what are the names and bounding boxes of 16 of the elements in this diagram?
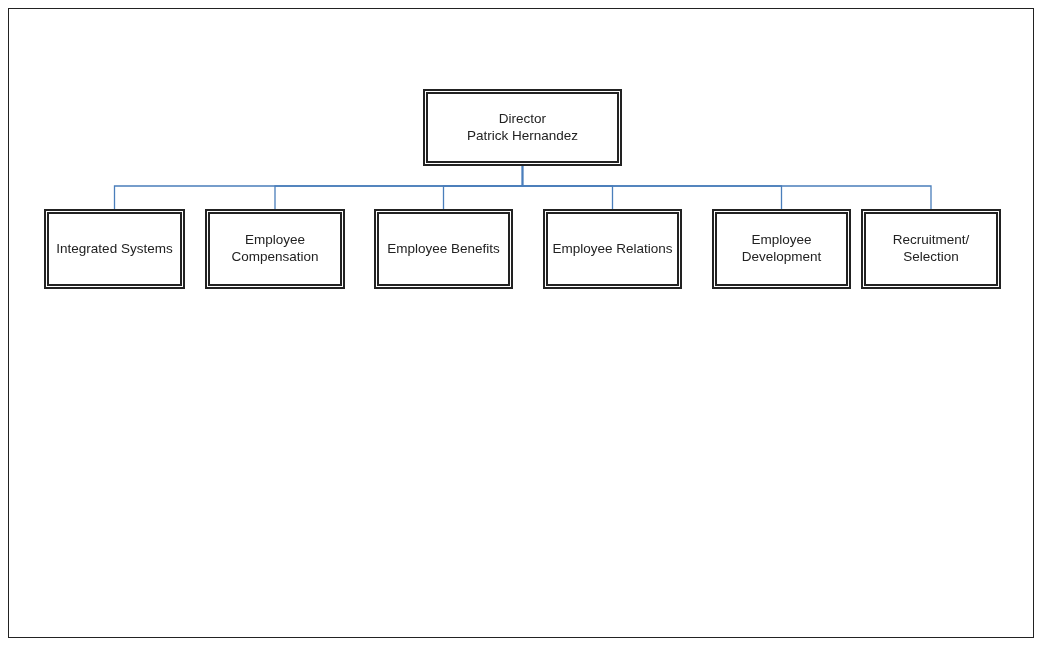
box-label: Integrated Systems xyxy=(56,240,173,258)
box-label: Recruitment/ Selection xyxy=(891,232,971,266)
box-label: Patrick Hernandez xyxy=(466,127,579,145)
org-box xyxy=(423,89,622,166)
box-label: Employee Benefits xyxy=(387,240,500,258)
org-box xyxy=(44,209,185,289)
org-box xyxy=(543,209,682,289)
box-label: Employee Relations xyxy=(552,240,673,258)
org-box xyxy=(374,209,513,289)
org-box xyxy=(205,209,345,289)
box-label: Employee Compensation xyxy=(230,232,320,266)
org-box xyxy=(861,209,1001,289)
box-label: Director xyxy=(498,110,547,128)
connector-line xyxy=(521,165,932,210)
org-box xyxy=(712,209,851,289)
box-label: Employee Development xyxy=(740,232,823,266)
